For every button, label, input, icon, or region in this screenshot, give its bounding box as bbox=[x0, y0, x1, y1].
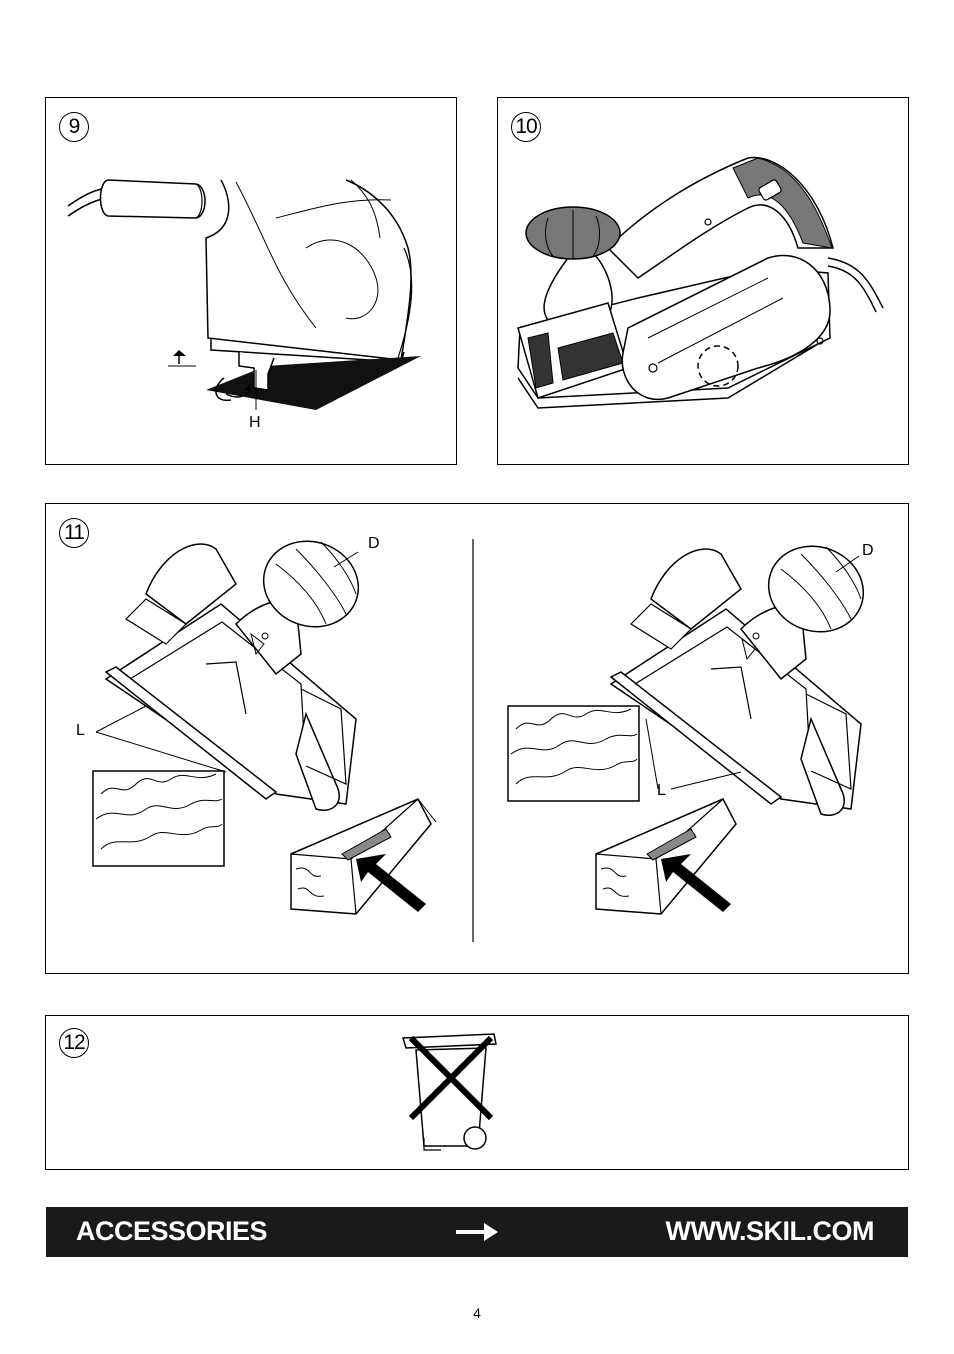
planer-depth-adjustment-illustration bbox=[46, 98, 458, 466]
left-tilted-planer bbox=[106, 528, 370, 810]
right-wood-block bbox=[508, 706, 639, 801]
left-timber-beam bbox=[291, 799, 436, 914]
accessories-label: ACCESSORIES bbox=[76, 1216, 267, 1247]
label-l-right: L bbox=[657, 782, 666, 800]
accessories-banner: ACCESSORIES WWW.SKIL.COM bbox=[46, 1207, 908, 1257]
left-wood-block bbox=[93, 771, 224, 866]
figure-9-panel: 9 H bbox=[45, 97, 457, 465]
label-l-left: L bbox=[76, 722, 85, 740]
right-timber-beam bbox=[596, 799, 736, 914]
chamfering-illustration bbox=[46, 504, 910, 975]
figure-11-panel: 11 bbox=[45, 503, 909, 974]
label-d-left: D bbox=[368, 535, 380, 553]
page-number: 4 bbox=[0, 1305, 954, 1321]
label-h: H bbox=[249, 414, 261, 432]
planer-overview-illustration bbox=[498, 98, 910, 466]
figure-12-panel: 12 bbox=[45, 1015, 909, 1170]
right-tilted-planer bbox=[611, 533, 875, 815]
figure-10-panel: 10 bbox=[497, 97, 909, 465]
right-arrow-icon bbox=[456, 1219, 500, 1250]
website-link[interactable]: WWW.SKIL.COM bbox=[666, 1216, 874, 1247]
label-d-right: D bbox=[862, 542, 874, 560]
crossed-out-wheelie-bin-icon bbox=[46, 1016, 910, 1171]
